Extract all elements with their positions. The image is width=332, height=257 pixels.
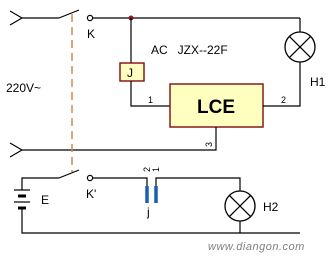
contact-pin2-label: 2	[142, 167, 152, 172]
relay-contact-j	[145, 186, 158, 203]
contact-pin1-label: 1	[151, 167, 161, 172]
module-pin2-label: 2	[281, 95, 286, 105]
lamp-h2	[224, 190, 256, 222]
wire-relay-to-module	[130, 81, 170, 107]
relay-coil-j	[119, 62, 145, 82]
relay-model-label: AC JZX--22F	[151, 43, 228, 57]
battery-label: E	[41, 193, 49, 207]
contact-label: j	[146, 205, 150, 219]
relay-coil-label: J	[127, 66, 133, 80]
ac-input-terminal-bottom	[9, 127, 217, 158]
module-pin1-label: 1	[148, 95, 153, 105]
voltage-label: 220V~	[6, 81, 41, 95]
lce-module-label: LCE	[197, 97, 235, 118]
switch-k	[58, 9, 300, 22]
switch-k-prime-label: K'	[86, 187, 96, 201]
wire-module-to-h1	[263, 62, 301, 107]
lamp-h1-label: H1	[310, 75, 326, 89]
switch-k-prime	[58, 169, 148, 186]
lamp-h2-label: H2	[263, 200, 279, 214]
ac-input-terminal-top	[9, 10, 59, 26]
lamp-h1	[284, 31, 316, 63]
wire-contact-to-h2	[155, 177, 241, 192]
battery-e	[14, 177, 300, 234]
watermark: www.diangon.com	[208, 241, 305, 253]
module-pin3-label: 3	[204, 142, 214, 147]
switch-k-label: K	[87, 27, 95, 41]
